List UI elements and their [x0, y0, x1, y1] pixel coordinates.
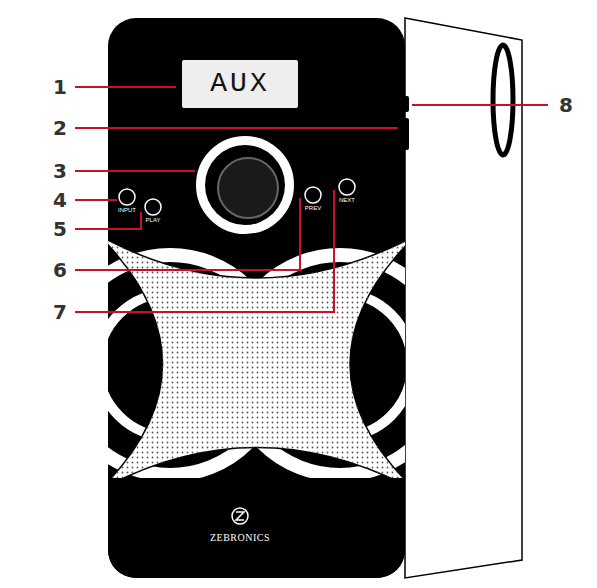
callout-number: 1	[53, 77, 67, 97]
woofer-rings	[108, 236, 405, 578]
callout-number: 2	[53, 118, 67, 138]
grille	[108, 236, 405, 490]
volume-knob	[218, 158, 278, 218]
input-button	[119, 189, 135, 205]
callout-number: 7	[53, 302, 67, 322]
leader-line	[75, 86, 176, 88]
display-text: AUX	[182, 70, 298, 98]
leader-line	[75, 127, 398, 129]
callout-number: 8	[559, 95, 573, 115]
leader-line	[75, 198, 300, 270]
callout-number: 5	[53, 219, 67, 239]
brand-name: ZEBRONICS	[210, 533, 270, 543]
button-label: PREV	[305, 205, 321, 211]
callout-number: 4	[53, 190, 67, 210]
side-panel	[405, 18, 522, 578]
side-button	[401, 118, 409, 150]
leader-line	[75, 212, 141, 229]
callout-number: 3	[53, 161, 67, 181]
brand-logo	[236, 512, 244, 520]
brand-logo	[232, 508, 248, 524]
leader-lines	[75, 87, 548, 312]
button-label: INPUT	[118, 207, 136, 213]
side-button	[401, 96, 409, 112]
display-screen: AUX	[180, 58, 300, 110]
leader-line	[75, 199, 117, 201]
callout-number: 6	[53, 260, 67, 280]
leader-line	[75, 190, 334, 312]
prev-button	[305, 187, 321, 203]
leader-line	[412, 104, 548, 106]
bass-port	[493, 45, 513, 155]
next-button	[339, 179, 355, 195]
bottom-band	[108, 478, 405, 578]
volume-knob	[195, 135, 295, 235]
play-button	[145, 199, 161, 215]
button-label: PLAY	[146, 217, 161, 223]
volume-knob	[205, 145, 285, 225]
grille-dots	[108, 236, 405, 490]
leader-line	[75, 170, 195, 172]
button-label: NEXT	[339, 197, 355, 203]
